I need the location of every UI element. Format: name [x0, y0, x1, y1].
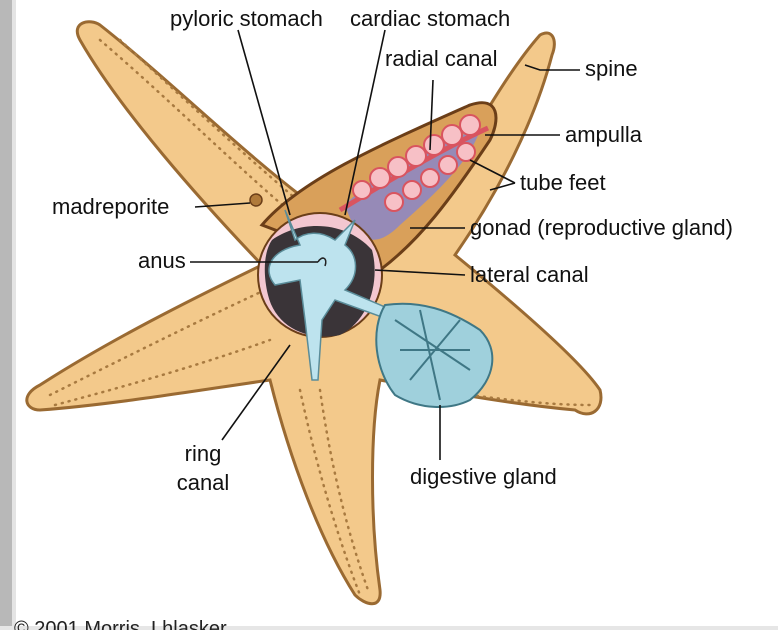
label-radial-canal: radial canal	[385, 48, 498, 70]
label-lateral-canal: lateral canal	[470, 264, 589, 286]
label-gonad: gonad (reproductive gland)	[470, 217, 733, 239]
label-madreporite: madreporite	[52, 196, 169, 218]
label-ring-canal-line1: ring	[168, 440, 238, 469]
label-spine: spine	[585, 58, 638, 80]
label-cardiac-stomach: cardiac stomach	[350, 8, 510, 30]
label-ring-canal: ring canal	[168, 440, 238, 497]
label-ring-canal-line2: canal	[168, 469, 238, 498]
label-ampulla: ampulla	[565, 124, 642, 146]
copyright-notice: © 2001 Morris, Lhlasker	[14, 619, 227, 630]
label-tube-feet: tube feet	[520, 172, 606, 194]
madreporite	[250, 194, 262, 206]
label-pyloric-stomach: pyloric stomach	[170, 8, 323, 30]
label-digestive-gland: digestive gland	[410, 466, 557, 488]
label-anus: anus	[138, 250, 186, 272]
